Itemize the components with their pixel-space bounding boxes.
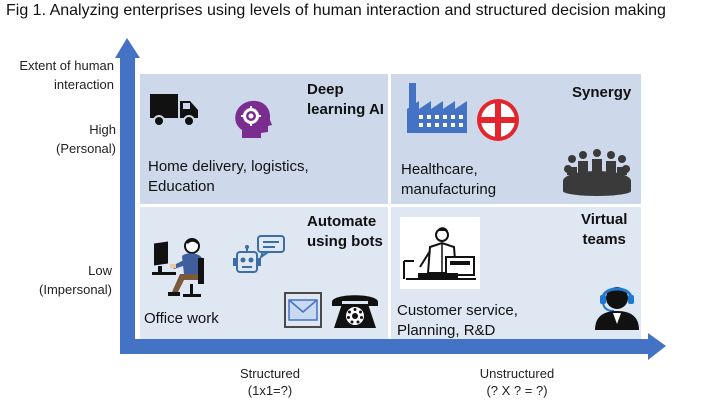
y-axis-arrow [115, 38, 140, 354]
y-high-line1: High [89, 122, 116, 137]
quadrant-title-automate: Automate using bots [307, 212, 383, 252]
synergy-title-line1: Synergy [572, 84, 632, 101]
y-low-line1: Low [88, 263, 112, 278]
x-unstructured-line1: Unstructured [479, 366, 555, 381]
office-worker-icon [152, 238, 204, 297]
factory-icon [407, 83, 467, 133]
x-structured-line1: Structured [240, 366, 300, 381]
deep-learning-desc-line2: Education [148, 178, 215, 195]
y-axis-label-line1: Extent of human [19, 58, 114, 73]
automate-desc-line1: Office work [144, 310, 219, 327]
truck-icon [150, 94, 198, 127]
medical-cross-icon [477, 99, 519, 141]
y-low-line2: (Impersonal) [39, 282, 112, 297]
quadrant-desc-automate: Office work [144, 309, 219, 329]
headset-agent-icon [595, 287, 639, 330]
quadrant-title-synergy: Synergy [572, 83, 631, 103]
ai-head-icon [235, 100, 272, 138]
quadrant-desc-deep-learning: Home delivery, logistics, Education [148, 157, 309, 197]
y-high-line2: (Personal) [56, 141, 116, 156]
virtual-teams-title-line1: Virtual [581, 211, 628, 228]
telephone-icon [332, 295, 378, 328]
y-axis-low-label: Low (Impersonal) [0, 261, 112, 299]
deep-learning-title-line1: Deep [307, 81, 344, 98]
x-structured-line2: (1x1=?) [247, 383, 293, 398]
synergy-desc-line1: Healthcare, [401, 161, 478, 178]
quadrant-desc-synergy: Healthcare, manufacturing [401, 160, 496, 200]
automate-title-line1: Automate [307, 213, 377, 230]
x-axis-unstructured-label: Unstructured (? X ? = ?) [462, 365, 572, 399]
virtual-teams-desc-line1: Customer service, [397, 302, 518, 319]
team-meeting-icon [563, 149, 631, 196]
quadrant-deep-learning [140, 74, 388, 204]
quadrant-title-virtual-teams: Virtual teams [581, 210, 627, 250]
email-icon [284, 292, 322, 328]
synergy-desc-line2: manufacturing [401, 181, 497, 198]
remote-worker-icon [400, 217, 480, 289]
x-unstructured-line2: (? X ? = ?) [486, 383, 548, 398]
x-axis-arrow [120, 333, 666, 360]
deep-learning-title-line2: learning AI [307, 101, 384, 118]
virtual-teams-desc-line2: Planning, R&D [397, 322, 496, 339]
chatbot-icon [233, 235, 285, 273]
deep-learning-desc-line1: Home delivery, logistics, [148, 158, 309, 175]
x-axis-structured-label: Structured (1x1=?) [215, 365, 325, 399]
y-axis-label: Extent of human interaction [0, 56, 114, 94]
figure-title: Fig 1. Analyzing enterprises using level… [6, 2, 666, 19]
automate-title-line2: using bots [307, 233, 383, 250]
quadrant-title-deep-learning: Deep learning AI [307, 80, 384, 120]
y-axis-label-line2: interaction [54, 77, 114, 92]
quadrant-desc-virtual-teams: Customer service, Planning, R&D [397, 301, 518, 341]
virtual-teams-title-line2: teams [582, 231, 626, 248]
y-axis-high-label: High (Personal) [0, 120, 116, 158]
